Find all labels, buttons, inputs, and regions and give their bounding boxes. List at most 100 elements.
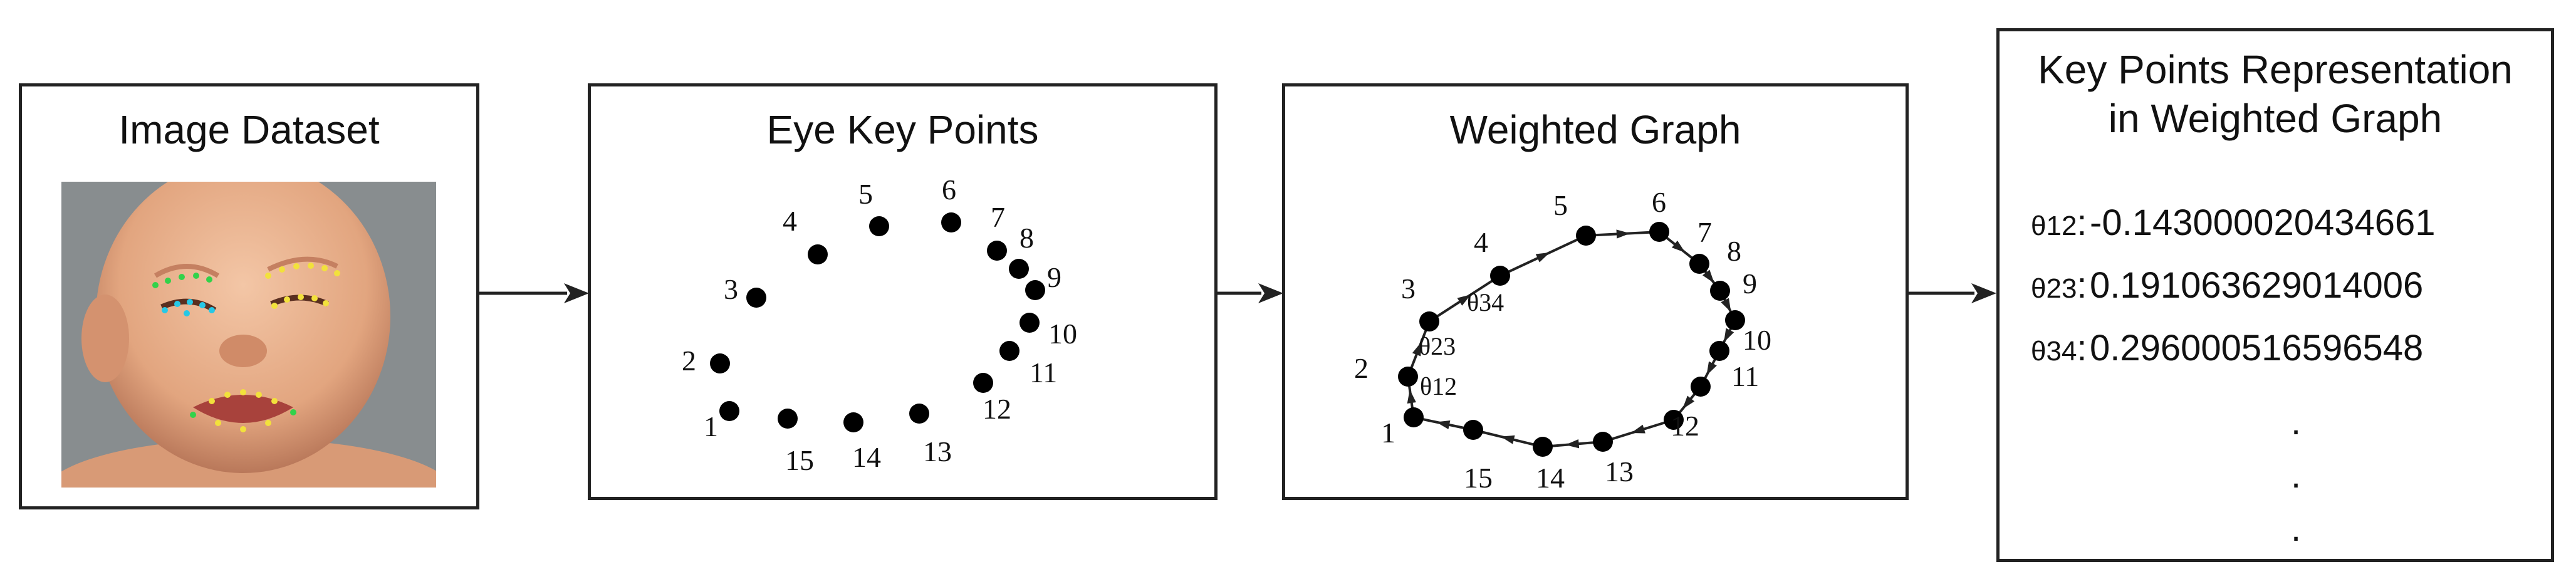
key-point xyxy=(719,401,739,421)
key-point-label: 4 xyxy=(783,205,797,237)
weight-symbol: θ23 xyxy=(2031,273,2077,304)
edge-arrowhead xyxy=(1672,240,1686,253)
weight-value: 0.296000516596548 xyxy=(2090,328,2424,368)
graph-node xyxy=(1533,437,1553,457)
graph-node-label: 1 xyxy=(1381,417,1395,449)
graph-node xyxy=(1689,254,1709,274)
weight-value: 0.191063629014006 xyxy=(2090,265,2424,306)
edge-arrowhead xyxy=(1412,342,1422,357)
edge-arrowhead xyxy=(1682,395,1695,409)
graph-node-label: 5 xyxy=(1553,189,1568,221)
ellipsis-dot: . xyxy=(2291,455,2302,496)
graph-node-label: 3 xyxy=(1401,273,1416,305)
graph-node-label: 11 xyxy=(1731,360,1759,392)
key-point xyxy=(778,409,798,429)
representation-title-line2: in Weighted Graph xyxy=(2108,96,2443,141)
graph-node-label: 12 xyxy=(1671,410,1699,442)
key-point xyxy=(1025,280,1045,300)
key-point xyxy=(710,353,730,373)
key-point-label: 9 xyxy=(1047,261,1061,293)
graph-node-label: 14 xyxy=(1536,462,1565,494)
graph-node xyxy=(1691,377,1711,397)
graph-node-label: 4 xyxy=(1474,226,1488,258)
edge-arrowhead xyxy=(1436,420,1451,430)
graph-node-label: 8 xyxy=(1727,235,1741,267)
key-point-label: 8 xyxy=(1019,222,1034,254)
graph-node-label: 10 xyxy=(1743,324,1771,356)
image-dataset-box: Image Dataset xyxy=(19,83,479,509)
key-point xyxy=(869,216,889,236)
graph-node xyxy=(1593,432,1613,452)
key-point-label: 10 xyxy=(1048,318,1077,350)
graph-node xyxy=(1419,311,1439,331)
arrow-right-icon xyxy=(479,283,589,303)
edge-arrowhead xyxy=(1724,328,1734,343)
key-point xyxy=(941,212,961,232)
weight-row: θ23: 0.191063629014006 xyxy=(2031,264,2423,306)
weight-value: -0.143000020434661 xyxy=(2090,202,2436,243)
representation-title-line1: Key Points Representation xyxy=(2038,47,2513,92)
weight-symbol: θ12 xyxy=(2031,211,2077,241)
graph-node xyxy=(1404,407,1424,427)
edge-arrowhead xyxy=(1706,361,1717,376)
graph-node xyxy=(1725,310,1745,330)
edge-arrowhead xyxy=(1500,435,1515,444)
weight-row: θ12: -0.143000020434661 xyxy=(2031,202,2436,244)
key-point xyxy=(909,404,929,424)
graph-node-label: 6 xyxy=(1652,186,1666,218)
edge-arrowhead xyxy=(1565,439,1580,449)
weight-separator: : xyxy=(2077,202,2087,243)
key-point xyxy=(1019,313,1040,333)
graph-node xyxy=(1463,420,1483,440)
arrow-right-icon xyxy=(1909,283,1996,303)
angle-label: θ34 xyxy=(1467,288,1504,316)
angle-label: θ12 xyxy=(1420,372,1457,400)
graph-node xyxy=(1649,222,1669,242)
edge-arrowhead xyxy=(1616,229,1630,239)
key-point xyxy=(746,288,766,308)
weights-list: θ12: -0.143000020434661 θ23: 0.191063629… xyxy=(2000,31,2551,558)
graph-node xyxy=(1709,341,1729,361)
graph-node xyxy=(1664,410,1684,430)
edge-arrowhead xyxy=(1457,294,1471,306)
eye-key-points-title: Eye Key Points xyxy=(766,107,1039,152)
edge-arrowhead xyxy=(1535,252,1550,263)
angle-label: θ23 xyxy=(1419,332,1456,360)
graph-node xyxy=(1398,367,1418,387)
weight-row: θ34: 0.296000516596548 xyxy=(2031,327,2423,369)
representation-box: Key Points Representation in Weighted Gr… xyxy=(1996,28,2554,562)
key-point xyxy=(808,244,828,264)
graph-node-label: 7 xyxy=(1697,216,1712,248)
graph-node xyxy=(1576,226,1596,246)
key-point-label: 15 xyxy=(785,444,814,476)
graph-node-label: 13 xyxy=(1605,456,1634,488)
key-point xyxy=(843,412,863,432)
key-point-label: 2 xyxy=(682,345,696,377)
weight-symbol: θ34 xyxy=(2031,336,2077,367)
weight-separator: : xyxy=(2077,265,2087,306)
edge-arrowhead xyxy=(1407,389,1416,404)
key-point xyxy=(973,373,993,393)
graph-node-label: 2 xyxy=(1354,352,1369,384)
key-point-label: 11 xyxy=(1030,357,1057,389)
key-point-label: 6 xyxy=(942,174,956,206)
arrow-right-icon xyxy=(1218,283,1283,303)
key-point-label: 3 xyxy=(724,273,738,305)
key-point-label: 13 xyxy=(923,436,952,467)
graph-node-label: 9 xyxy=(1743,268,1757,300)
graph-node-label: 15 xyxy=(1464,462,1493,494)
graph-node xyxy=(1710,281,1730,301)
ellipsis-dot: . xyxy=(2291,402,2302,442)
image-dataset-title: Image Dataset xyxy=(118,107,380,152)
edge-arrowhead xyxy=(1702,269,1714,284)
key-point-label: 14 xyxy=(852,441,881,473)
key-point-label: 5 xyxy=(858,178,873,210)
edge-arrowhead xyxy=(1631,424,1645,434)
edge-arrowhead xyxy=(1721,298,1731,313)
weighted-graph-title: Weighted Graph xyxy=(1449,107,1741,152)
baby-face-photo xyxy=(61,182,436,488)
